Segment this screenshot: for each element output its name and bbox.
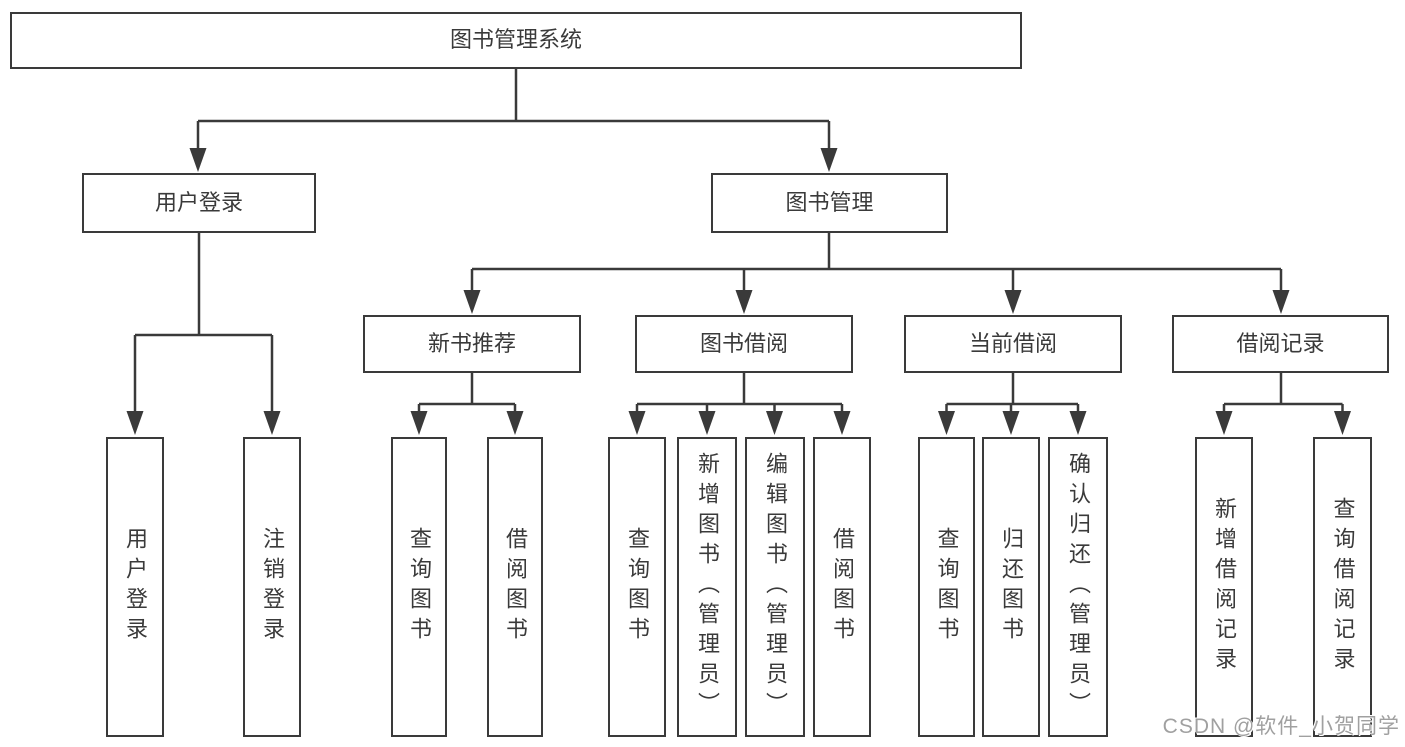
arrow-down-icon [628,411,646,435]
node-book-management: 图书管理 [711,173,948,233]
node-book-borrowing: 图书借阅 [635,315,853,373]
leaf-add-book-admin: 新增图书（管理员） [677,437,737,737]
leaf-borrow-books-borrowing: 借阅图书 [813,437,871,737]
arrow-down-icon [410,411,428,435]
arrow-down-icon [1002,411,1020,435]
arrow-down-icon [1215,411,1233,435]
arrow-down-icon [1069,411,1087,435]
leaf-query-books-current: 查询图书 [918,437,975,737]
arrow-down-icon [766,411,783,435]
arrow-down-icon [1272,290,1290,314]
leaf-confirm-return-admin: 确认归还（管理员） [1048,437,1108,737]
node-new-book-recommendation: 新书推荐 [363,315,581,373]
node-current-borrowing: 当前借阅 [904,315,1122,373]
leaf-user-login: 用户登录 [106,437,164,737]
arrow-down-icon [833,411,851,435]
leaf-logout-login: 注销登录 [243,437,301,737]
connector-user-login [126,233,281,435]
node-library-management-system: 图书管理系统 [10,12,1022,69]
connector-borrowing-records [1215,373,1351,435]
arrow-down-icon [1334,411,1351,435]
arrow-down-icon [820,148,838,172]
arrow-down-icon [126,411,144,435]
node-user-login: 用户登录 [82,173,316,233]
leaf-return-book: 归还图书 [982,437,1040,737]
connector-current-borrowing [938,373,1087,435]
connector-root [189,69,838,172]
arrow-down-icon [938,411,955,435]
leaf-edit-book-admin: 编辑图书（管理员） [745,437,805,737]
leaf-query-books-recommend: 查询图书 [391,437,447,737]
node-borrowing-records: 借阅记录 [1172,315,1389,373]
connector-book-management [463,233,1290,314]
leaf-borrow-books-recommend: 借阅图书 [487,437,543,737]
leaf-query-borrow-record: 查询借阅记录 [1313,437,1372,737]
leaf-add-borrow-record: 新增借阅记录 [1195,437,1253,737]
leaf-query-books-borrowing: 查询图书 [608,437,666,737]
connector-book-borrowing [628,373,851,435]
arrow-down-icon [1004,290,1022,314]
arrow-down-icon [189,148,207,172]
arrow-down-icon [263,411,281,435]
arrow-down-icon [735,290,753,314]
csdn-watermark: CSDN @软件_小贺同学 [1162,715,1400,738]
arrow-down-icon [698,411,716,435]
connector-new-book-recommendation [410,373,524,435]
arrow-down-icon [506,411,524,435]
arrow-down-icon [463,290,481,314]
